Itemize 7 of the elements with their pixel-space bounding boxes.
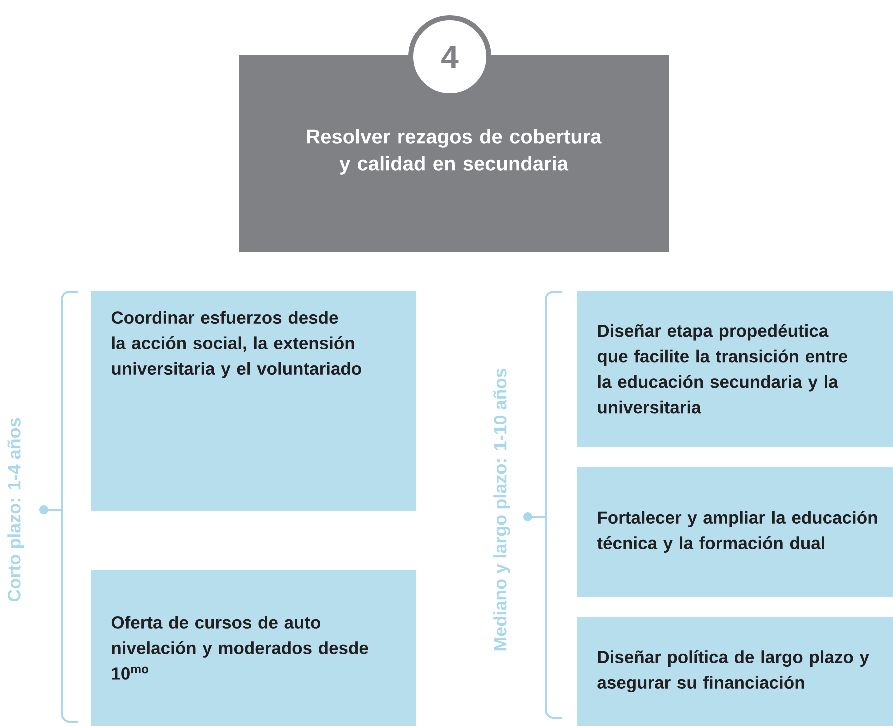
timeframe-label: Corto plazo: 1-4 años (8, 418, 24, 602)
text-box: Oferta de cursos de auto nivelación y moderados desde 10$^{mo}$ (91, 570, 416, 726)
text-box: Diseñar etapa propedéutica que facilite la transición entre la educación secundaria y la universitaria (577, 291, 893, 448)
text-box: Diseñar política de largo plazo y asegurar su financiación (577, 617, 893, 726)
text-box: Fortalecer y ampliar la educación técnica y la formación dual (577, 467, 893, 598)
timeframe-label: Mediano y largo plazo: 1-10 años (494, 368, 510, 651)
text-box: Coordinar esfuerzos desde la acción social, la extensión universitaria y el voluntariado (91, 291, 416, 512)
